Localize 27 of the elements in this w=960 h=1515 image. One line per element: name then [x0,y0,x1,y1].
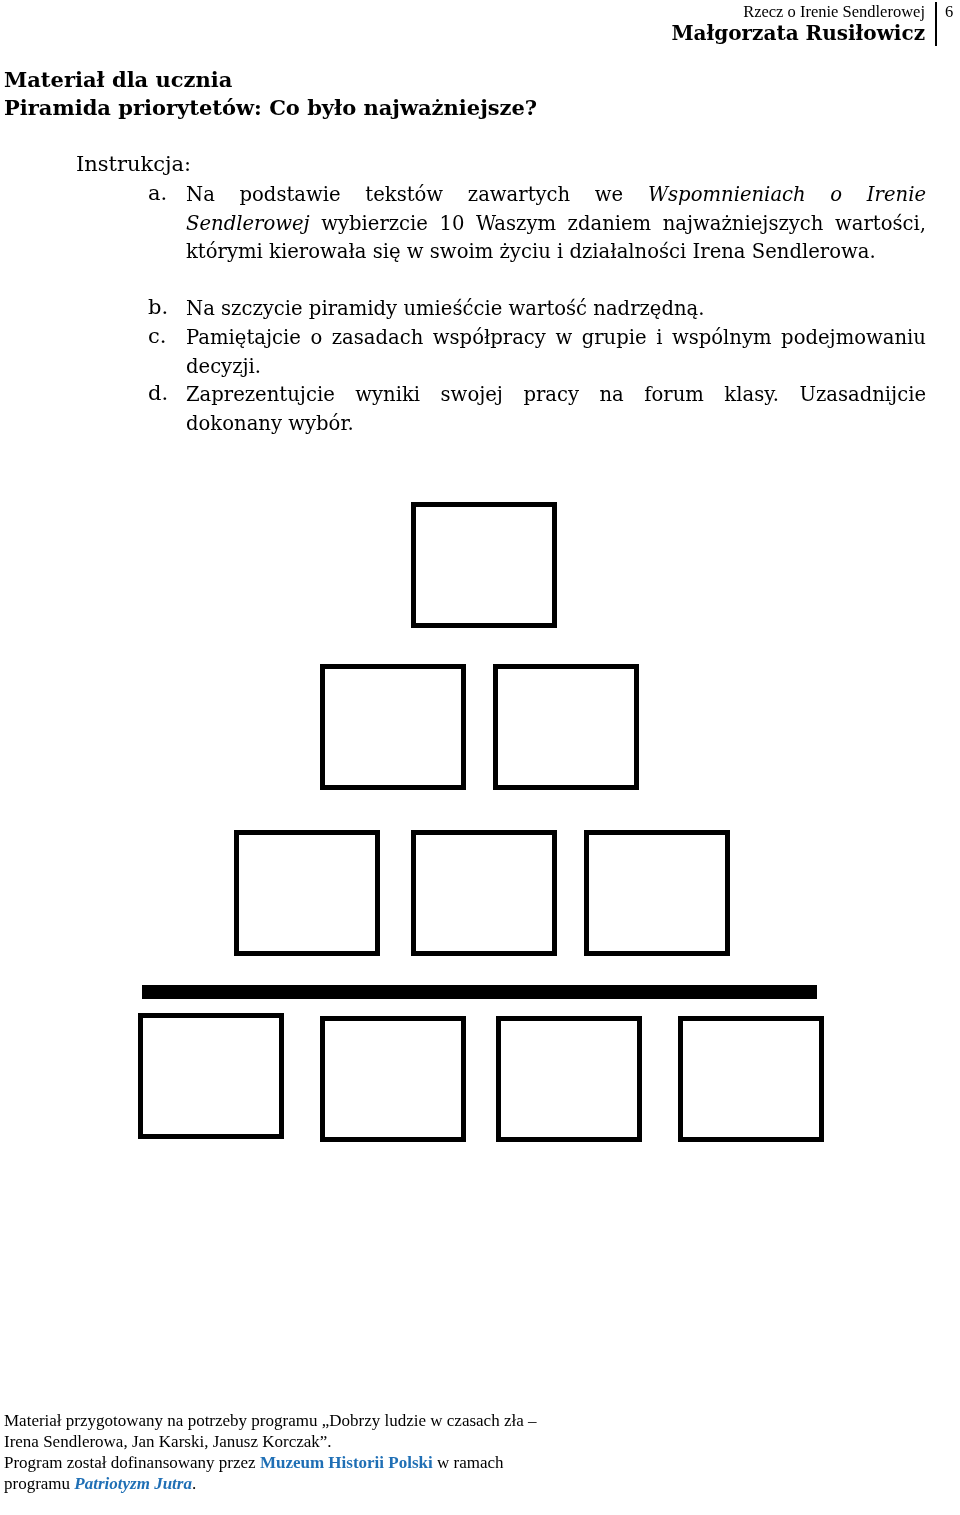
instruction-text: Na podstawie tekstów zawartych we Wspomnieniach o Irenie Sendlerowej wybierzcie 10 Waszym zdaniem najważniejszych wartości, którymi kierowała się w swoim życiu i działalności Irena Sendlerowa. [186,182,926,266]
footer-note: Materiał przygotowany na potrzeby programu „Dobrzy ludzie w czasach zła – Irena Sendlerowa, Jan Karski, Janusz Korczak”. [4,1410,538,1452]
page-number: 6 [945,2,954,22]
empty-box [584,830,730,956]
empty-box [493,664,639,790]
worksheet-heading: Materiał dla ucznia [4,67,233,92]
empty-box [496,1016,642,1142]
empty-box [320,1016,466,1142]
list-marker: c. [148,324,167,348]
list-marker: a. [148,181,168,205]
divider-bar [142,985,817,999]
empty-box [234,830,380,956]
worksheet-title: Piramida priorytetów: Co było najważniejsze? [4,95,538,120]
instruction-text: Na szczycie piramidy umieśćcie wartość nadrzędną. [186,296,706,322]
header-text: Rzecz o Irenie Sendlerowej [743,2,925,22]
empty-box [138,1013,284,1139]
instruction-text: Pamiętajcie o zasadach współpracy w grupie i wspólnym podejmowaniu decyzji. [186,325,926,380]
empty-box [320,664,466,790]
list-marker: d. [148,381,169,405]
list-marker: b. [148,295,169,319]
empty-box [411,502,557,628]
footer-note: Program został dofinansowany przez Muzeum Historii Polski w ramach programu Patriotyzm Jutra. [4,1452,505,1494]
instruction-heading: Instrukcja: [76,152,192,176]
empty-box [678,1016,824,1142]
empty-box [411,830,557,956]
author-name: Małgorzata Rusiłowicz [671,21,925,45]
instruction-text: Zaprezentujcie wyniki swojej pracy na forum klasy. Uzasadnijcie dokonany wybór. [186,382,926,437]
